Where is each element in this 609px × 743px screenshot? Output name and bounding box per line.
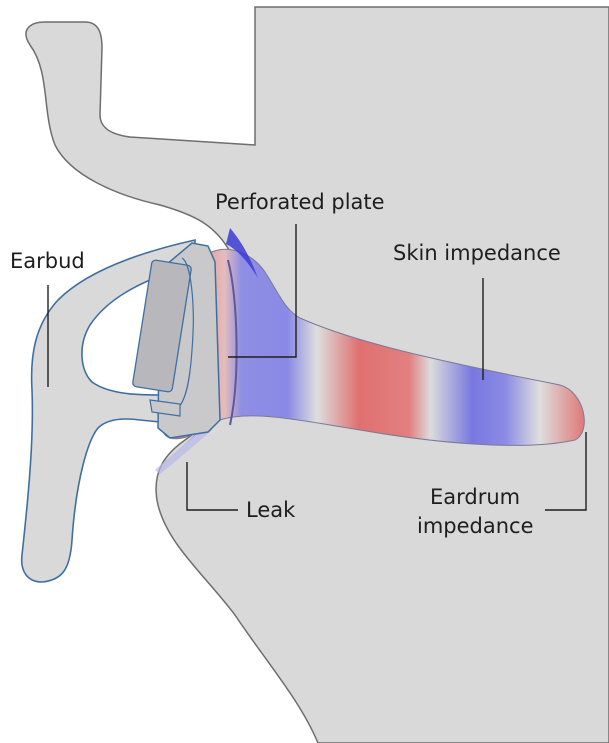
label-leak: Leak [246,498,296,522]
label-perforated-plate: Perforated plate [215,190,385,214]
label-eardrum-line1: Eardrum [430,485,520,509]
label-skin-impedance: Skin impedance [393,241,561,265]
label-eardrum-line2: impedance [417,514,534,538]
label-earbud: Earbud [10,249,85,273]
